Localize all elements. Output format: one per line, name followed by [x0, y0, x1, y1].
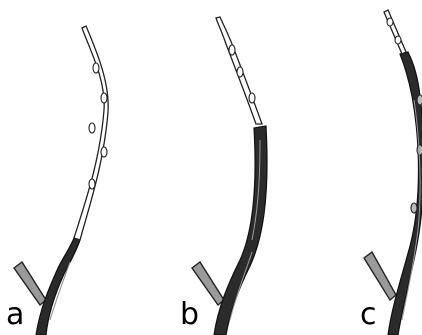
panel-a: a — [0, 0, 140, 335]
twig-b-bud — [229, 45, 235, 55]
twig-a-bud — [101, 93, 107, 103]
twig-a-bud — [89, 179, 95, 189]
twig-c-bud — [387, 18, 393, 26]
twig-a-bud — [89, 123, 95, 133]
twig-b-bud — [249, 93, 255, 103]
panel-c: c — [280, 0, 422, 335]
panel-label-a: a — [6, 300, 24, 330]
twig-a-bud — [93, 63, 99, 73]
twig-c-bud — [417, 95, 422, 105]
twig-a-drawing — [0, 0, 140, 335]
twig-a-bud — [101, 147, 107, 157]
twig-b-drawing — [140, 0, 280, 335]
twig-c-young-shoot — [384, 10, 406, 54]
panel-label-c: c — [360, 300, 377, 330]
panel-label-b: b — [180, 300, 199, 330]
panel-b: b — [140, 0, 280, 335]
twig-c-drawing — [280, 0, 422, 335]
twig-c-side-branch — [364, 252, 396, 300]
twig-b-bud — [237, 67, 243, 77]
twig-b-old-wood — [214, 126, 267, 335]
twig-c-bud — [395, 36, 401, 44]
twig-c-bud — [411, 203, 417, 213]
twig-a-old-wood — [36, 238, 80, 335]
